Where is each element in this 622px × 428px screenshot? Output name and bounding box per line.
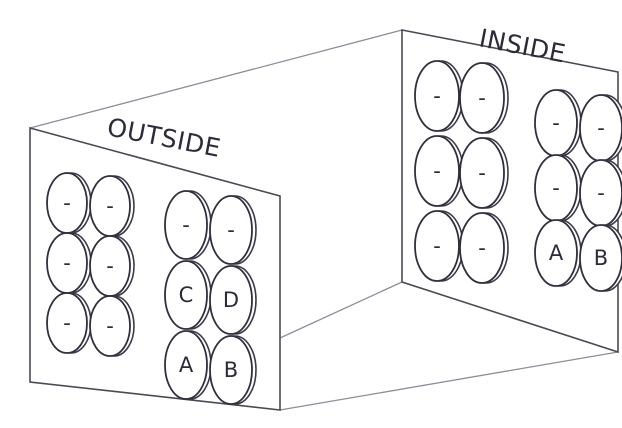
oval-cell-label: - bbox=[182, 213, 190, 237]
oval-cell: A bbox=[164, 330, 212, 400]
oval-cell-label: - bbox=[106, 194, 114, 218]
oval-cell: B bbox=[209, 335, 257, 405]
oval-cell-label: - bbox=[478, 236, 486, 260]
oval-cell: B bbox=[579, 224, 622, 292]
oval-cell-face bbox=[534, 219, 578, 287]
oval-cell: - bbox=[414, 210, 464, 282]
oval-cell-face bbox=[209, 265, 253, 335]
oval-cell: - bbox=[579, 94, 622, 162]
outside-cells: - - - - - - - - C D A B bbox=[46, 172, 257, 405]
oval-cell-label: - bbox=[106, 254, 114, 278]
oval-cell-label: - bbox=[63, 251, 71, 275]
oval-cell-face bbox=[46, 292, 88, 354]
oval-cell-label: C bbox=[179, 283, 194, 307]
oval-cell: - bbox=[164, 190, 212, 260]
oval-cell-face bbox=[164, 330, 208, 400]
oval-cell-label: A bbox=[549, 241, 564, 265]
oval-cell: - bbox=[459, 62, 509, 134]
oval-cell: - bbox=[534, 154, 582, 222]
box-edges bbox=[29, 29, 619, 411]
oval-cell: - bbox=[414, 135, 464, 207]
oval-cell-face bbox=[459, 212, 505, 284]
oval-cell: - bbox=[89, 295, 135, 357]
oval-cell-face bbox=[414, 60, 460, 132]
oval-cell-face bbox=[414, 135, 460, 207]
oval-cell: - bbox=[46, 172, 92, 234]
oval-cell-label: B bbox=[594, 246, 608, 270]
oval-cell-label: A bbox=[179, 353, 194, 377]
oval-cell-label: - bbox=[433, 84, 441, 108]
oval-cell-label: - bbox=[63, 191, 71, 215]
oval-cell: D bbox=[209, 265, 257, 335]
oval-cell-label: - bbox=[597, 181, 605, 205]
oval-cell: - bbox=[46, 292, 92, 354]
oval-cell: - bbox=[579, 159, 622, 227]
oval-cell: - bbox=[414, 60, 464, 132]
oval-cell-label: - bbox=[63, 311, 71, 335]
oval-cell-label: - bbox=[433, 159, 441, 183]
oval-cell-face bbox=[89, 295, 131, 357]
oval-cell-label: - bbox=[597, 116, 605, 140]
oval-cell-face bbox=[414, 210, 460, 282]
oval-cell: - bbox=[89, 175, 135, 237]
oval-cell-face bbox=[209, 335, 253, 405]
oval-cell-label: - bbox=[433, 234, 441, 258]
oval-cell: - bbox=[46, 232, 92, 294]
oval-cell-label: - bbox=[552, 111, 560, 135]
oval-cell: A bbox=[534, 219, 582, 287]
oval-cell-label: D bbox=[223, 288, 239, 312]
oval-cell-face bbox=[459, 62, 505, 134]
oval-cell-label: - bbox=[478, 161, 486, 185]
inside-cells: - - - - - - - - - - A B bbox=[414, 60, 622, 292]
oval-cell: - bbox=[89, 235, 135, 297]
oval-cell: - bbox=[459, 137, 509, 209]
oval-cell-label: - bbox=[106, 314, 114, 338]
oval-cell-label: - bbox=[227, 218, 235, 242]
oval-cell-face bbox=[579, 224, 622, 292]
oval-cell-face bbox=[459, 137, 505, 209]
oval-cell-label: B bbox=[224, 358, 238, 382]
oval-cell: C bbox=[164, 260, 212, 330]
oval-cell-face bbox=[209, 195, 253, 265]
floor-edge bbox=[279, 281, 403, 339]
oval-cell-face bbox=[164, 260, 208, 330]
oval-cell-face bbox=[164, 190, 208, 260]
oval-cell-label: - bbox=[552, 176, 560, 200]
top-edge bbox=[29, 29, 403, 129]
oval-cell: - bbox=[534, 89, 582, 157]
oval-cell-label: - bbox=[478, 86, 486, 110]
oval-cell: - bbox=[459, 212, 509, 284]
oval-cell: - bbox=[209, 195, 257, 265]
bottom-edge bbox=[279, 351, 619, 411]
